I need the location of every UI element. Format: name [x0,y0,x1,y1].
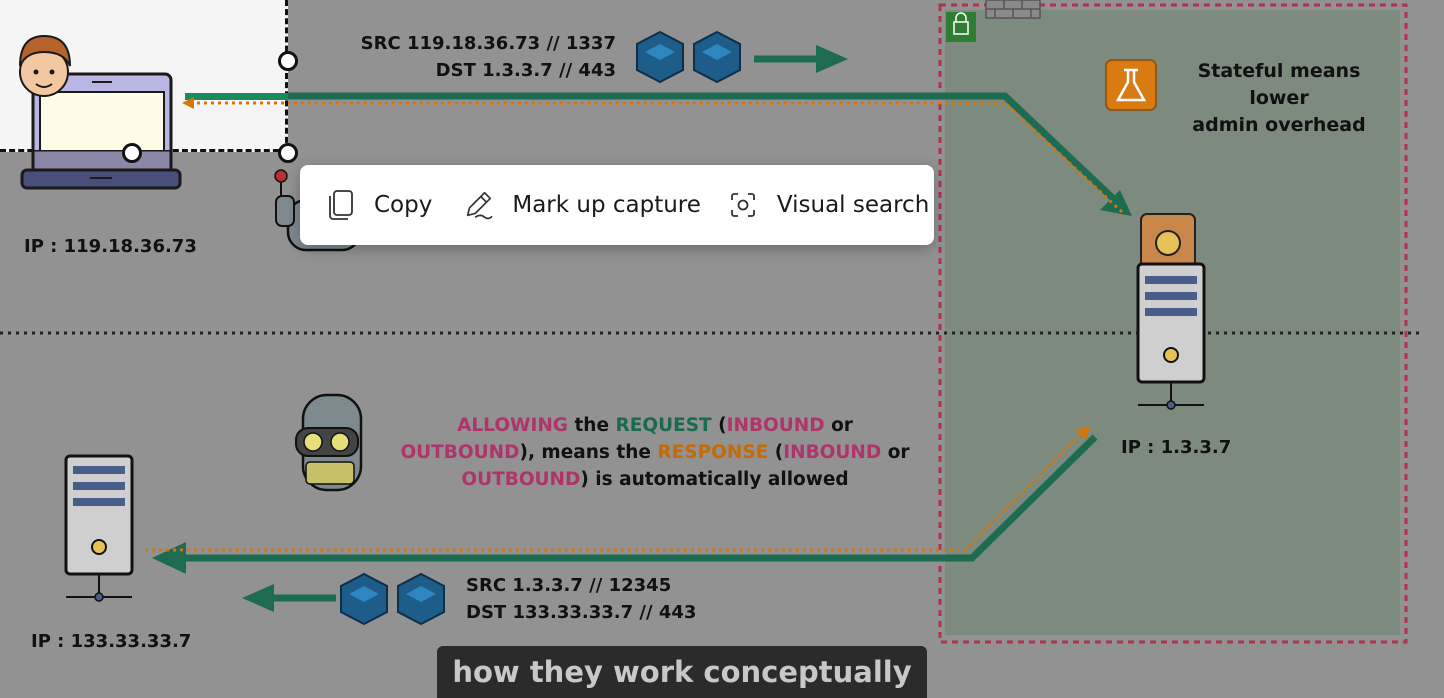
packet-cube-icon [636,30,741,84]
capture-toolbar: Copy Mark up capture Visual search [300,165,934,245]
explanation-word: RESPONSE [657,442,769,463]
explanation-word: ( [711,415,727,436]
remote-server-ip-label: IP : 133.33.33.7 [31,631,192,652]
copy-button[interactable]: Copy [324,165,432,245]
explanation-word: OUTBOUND [400,442,520,463]
server-ip-label: IP : 1.3.3.7 [1121,437,1232,458]
markup-label: Mark up capture [512,192,701,218]
resize-handle-bottom-center[interactable] [122,143,142,163]
response-dst: DST 133.33.33.7 // 443 [466,602,697,623]
visual-search-label: Visual search [776,192,930,218]
packet-cube-icon [340,572,445,626]
response-arrowhead [152,542,186,574]
stateful-note: Stateful means lower admin overhead [1168,58,1390,139]
visual-search-button[interactable]: Visual search [727,165,929,245]
explanation-word: the [568,415,616,436]
response-return-path [145,428,1087,552]
explanation-word: ALLOWING [457,415,568,436]
request-path [185,92,1123,208]
request-packet-info: SRC 119.18.36.73 // 1337 DST 1.3.3.7 // … [360,30,616,84]
pen-icon [462,189,494,221]
request-arrowhead [1100,190,1132,216]
server-icon [1136,213,1206,410]
laptop-base-icon [20,150,182,190]
stateful-explanation: ALLOWING the REQUEST (INBOUND or OUTBOUN… [375,412,935,493]
capture-selection-region[interactable] [0,0,288,152]
visual-search-icon [727,189,759,221]
explanation-word: ( [768,442,784,463]
response-path [180,434,1098,562]
explanation-word: ) is automatically allowed [580,469,849,490]
markup-capture-button[interactable]: Mark up capture [462,165,701,245]
explanation-word: INBOUND [783,442,882,463]
explanation-word: REQUEST [615,415,712,436]
video-caption: how they work conceptually [437,646,927,698]
request-dst: DST 1.3.3.7 // 443 [435,60,616,81]
remote-server-icon [64,454,134,602]
resize-handle-top-right[interactable] [278,51,298,71]
request-src: SRC 119.18.36.73 // 1337 [360,33,616,54]
robot-icon [295,393,363,492]
lock-icon [946,12,976,42]
explanation-word: or [824,415,853,436]
stateful-note-line2: admin overhead [1192,114,1366,136]
explanation-word: OUTBOUND [461,469,581,490]
explanation-word: ), means the [519,442,658,463]
explanation-word: INBOUND [726,415,825,436]
response-src: SRC 1.3.3.7 // 12345 [466,575,672,596]
copy-icon [324,189,356,221]
response-packet-info: SRC 1.3.3.7 // 12345 DST 133.33.33.7 // … [466,572,726,626]
stateful-note-line1: Stateful means lower [1197,60,1361,109]
laptop-user-icon [19,34,288,152]
copy-label: Copy [374,192,433,218]
resize-handle-bottom-right[interactable] [278,143,298,163]
flask-icon [1105,59,1157,111]
client-ip-label: IP : 119.18.36.73 [24,236,197,257]
firewall-icon [985,0,1041,19]
explanation-word: or [881,442,910,463]
vpc-border [938,3,1408,644]
